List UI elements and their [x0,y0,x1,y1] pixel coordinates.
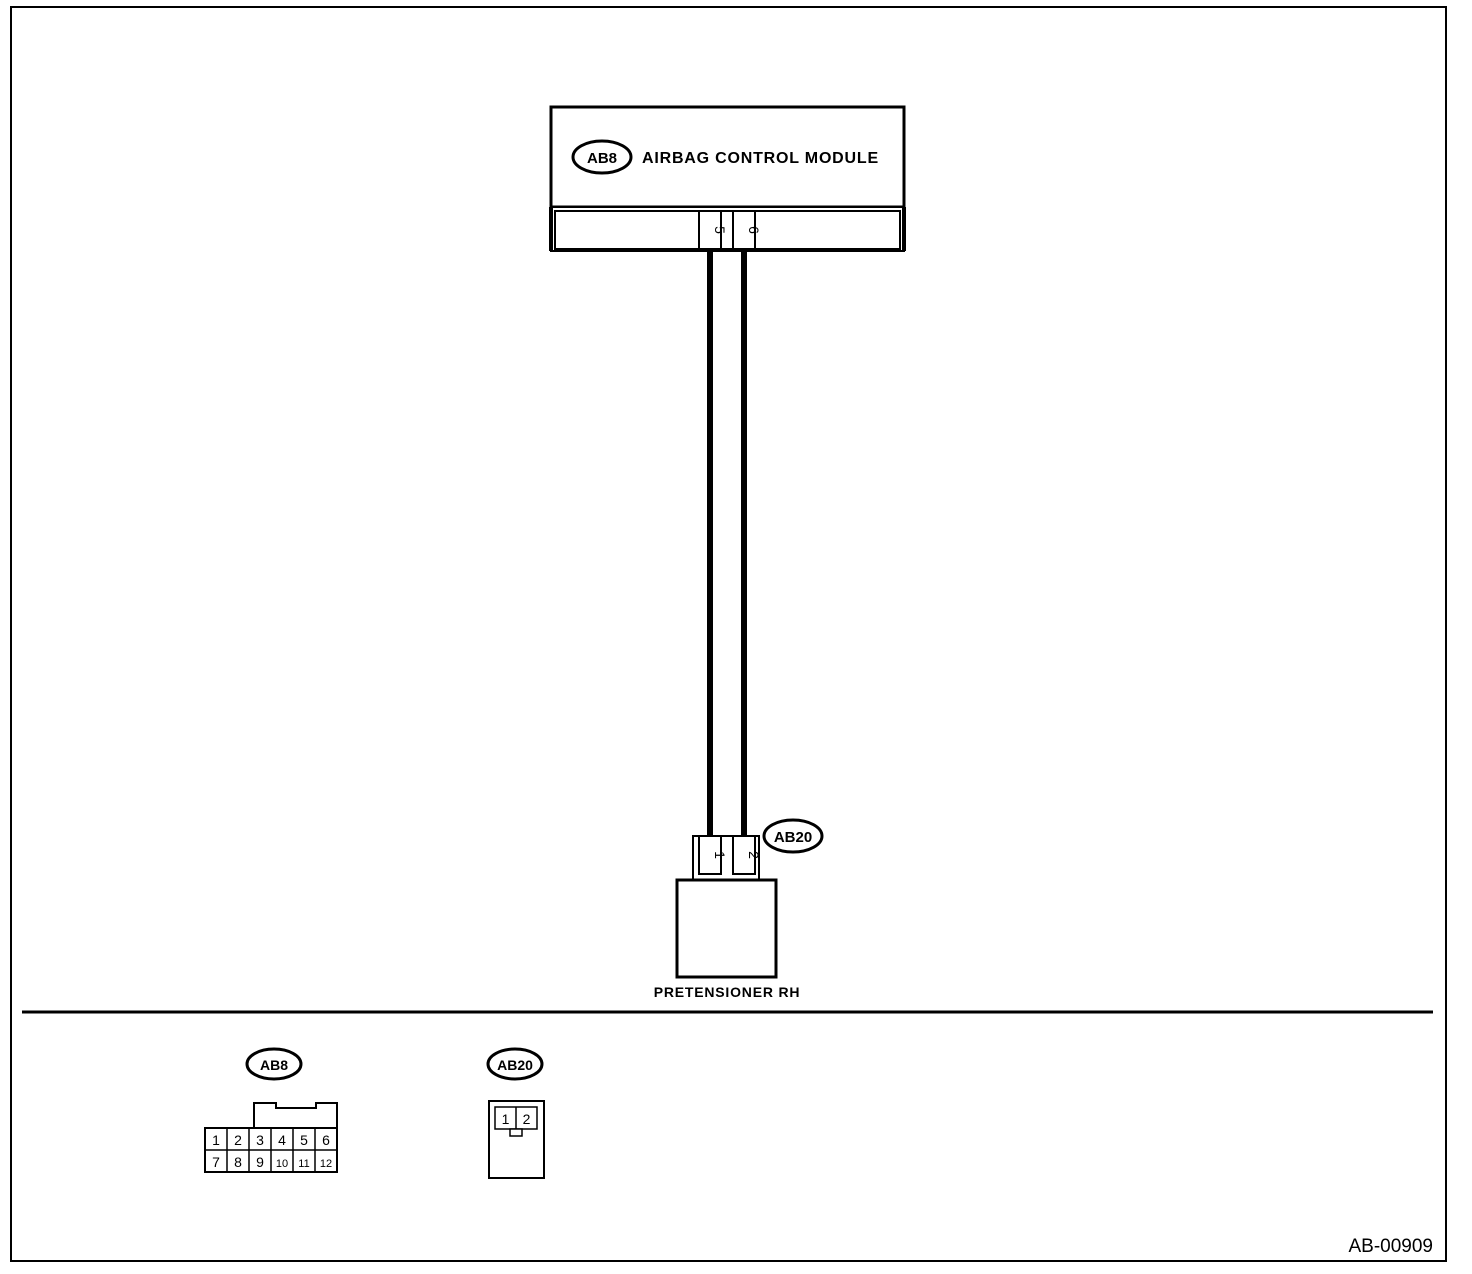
ab8-pin-label: 10 [276,1158,288,1170]
ab20-view-tag [486,1047,544,1081]
ab20-tag-label: AB20 [774,829,812,846]
ab8-view-label: AB8 [260,1057,288,1073]
pretensioner-pin-label: 2 [746,851,762,859]
ab8-pin-label: 11 [298,1158,309,1170]
ab8-pin-label: 9 [256,1154,264,1170]
airbag-control-module: AB8 AIRBAG CONTROL MODULE 5 6 [549,105,906,252]
ab20-connector-tag [762,818,824,854]
ab20-view-label: AB20 [497,1057,533,1073]
ab8-pin-label: 1 [212,1132,220,1148]
ab8-view-tag [245,1047,303,1081]
module-pin-cell [732,210,756,250]
ab8-pin-label: 8 [234,1154,242,1170]
ab8-pin-label: 3 [256,1132,264,1148]
pretensioner-rh: 1 2 AB20 PRETENSIONER RH [654,818,824,1000]
figure-id: AB-00909 [1348,1236,1433,1257]
ab20-pin-label: 1 [502,1111,510,1127]
ab8-pin-label: 4 [278,1132,286,1148]
module-pin-cell [698,210,722,250]
pretensioner-pin-cell [698,835,722,875]
ab8-pin-label: 7 [212,1154,220,1170]
ab8-pin-label: 6 [322,1132,330,1148]
module-pin-label: 5 [712,226,728,234]
ab8-connector-view: AB8 1 2 3 4 5 6 7 8 9 10 11 12 [204,1047,338,1173]
pretensioner-name: PRETENSIONER RH [654,984,801,1000]
ab8-pin-label: 5 [300,1132,308,1148]
ab8-pin-label: 2 [234,1132,242,1148]
ab8-tag-label: AB8 [587,150,617,167]
module-pin-label: 6 [746,226,762,234]
pretensioner-pin-label: 1 [712,851,728,859]
ab8-connector-tag [571,139,633,175]
diagram-frame [10,6,1447,1262]
ab8-pin-label: 12 [320,1158,332,1170]
module-name: AIRBAG CONTROL MODULE [642,150,879,167]
ab20-connector-view: AB20 1 2 [486,1047,545,1179]
pretensioner-pin-cell [732,835,756,875]
ab20-pin-label: 2 [523,1111,531,1127]
